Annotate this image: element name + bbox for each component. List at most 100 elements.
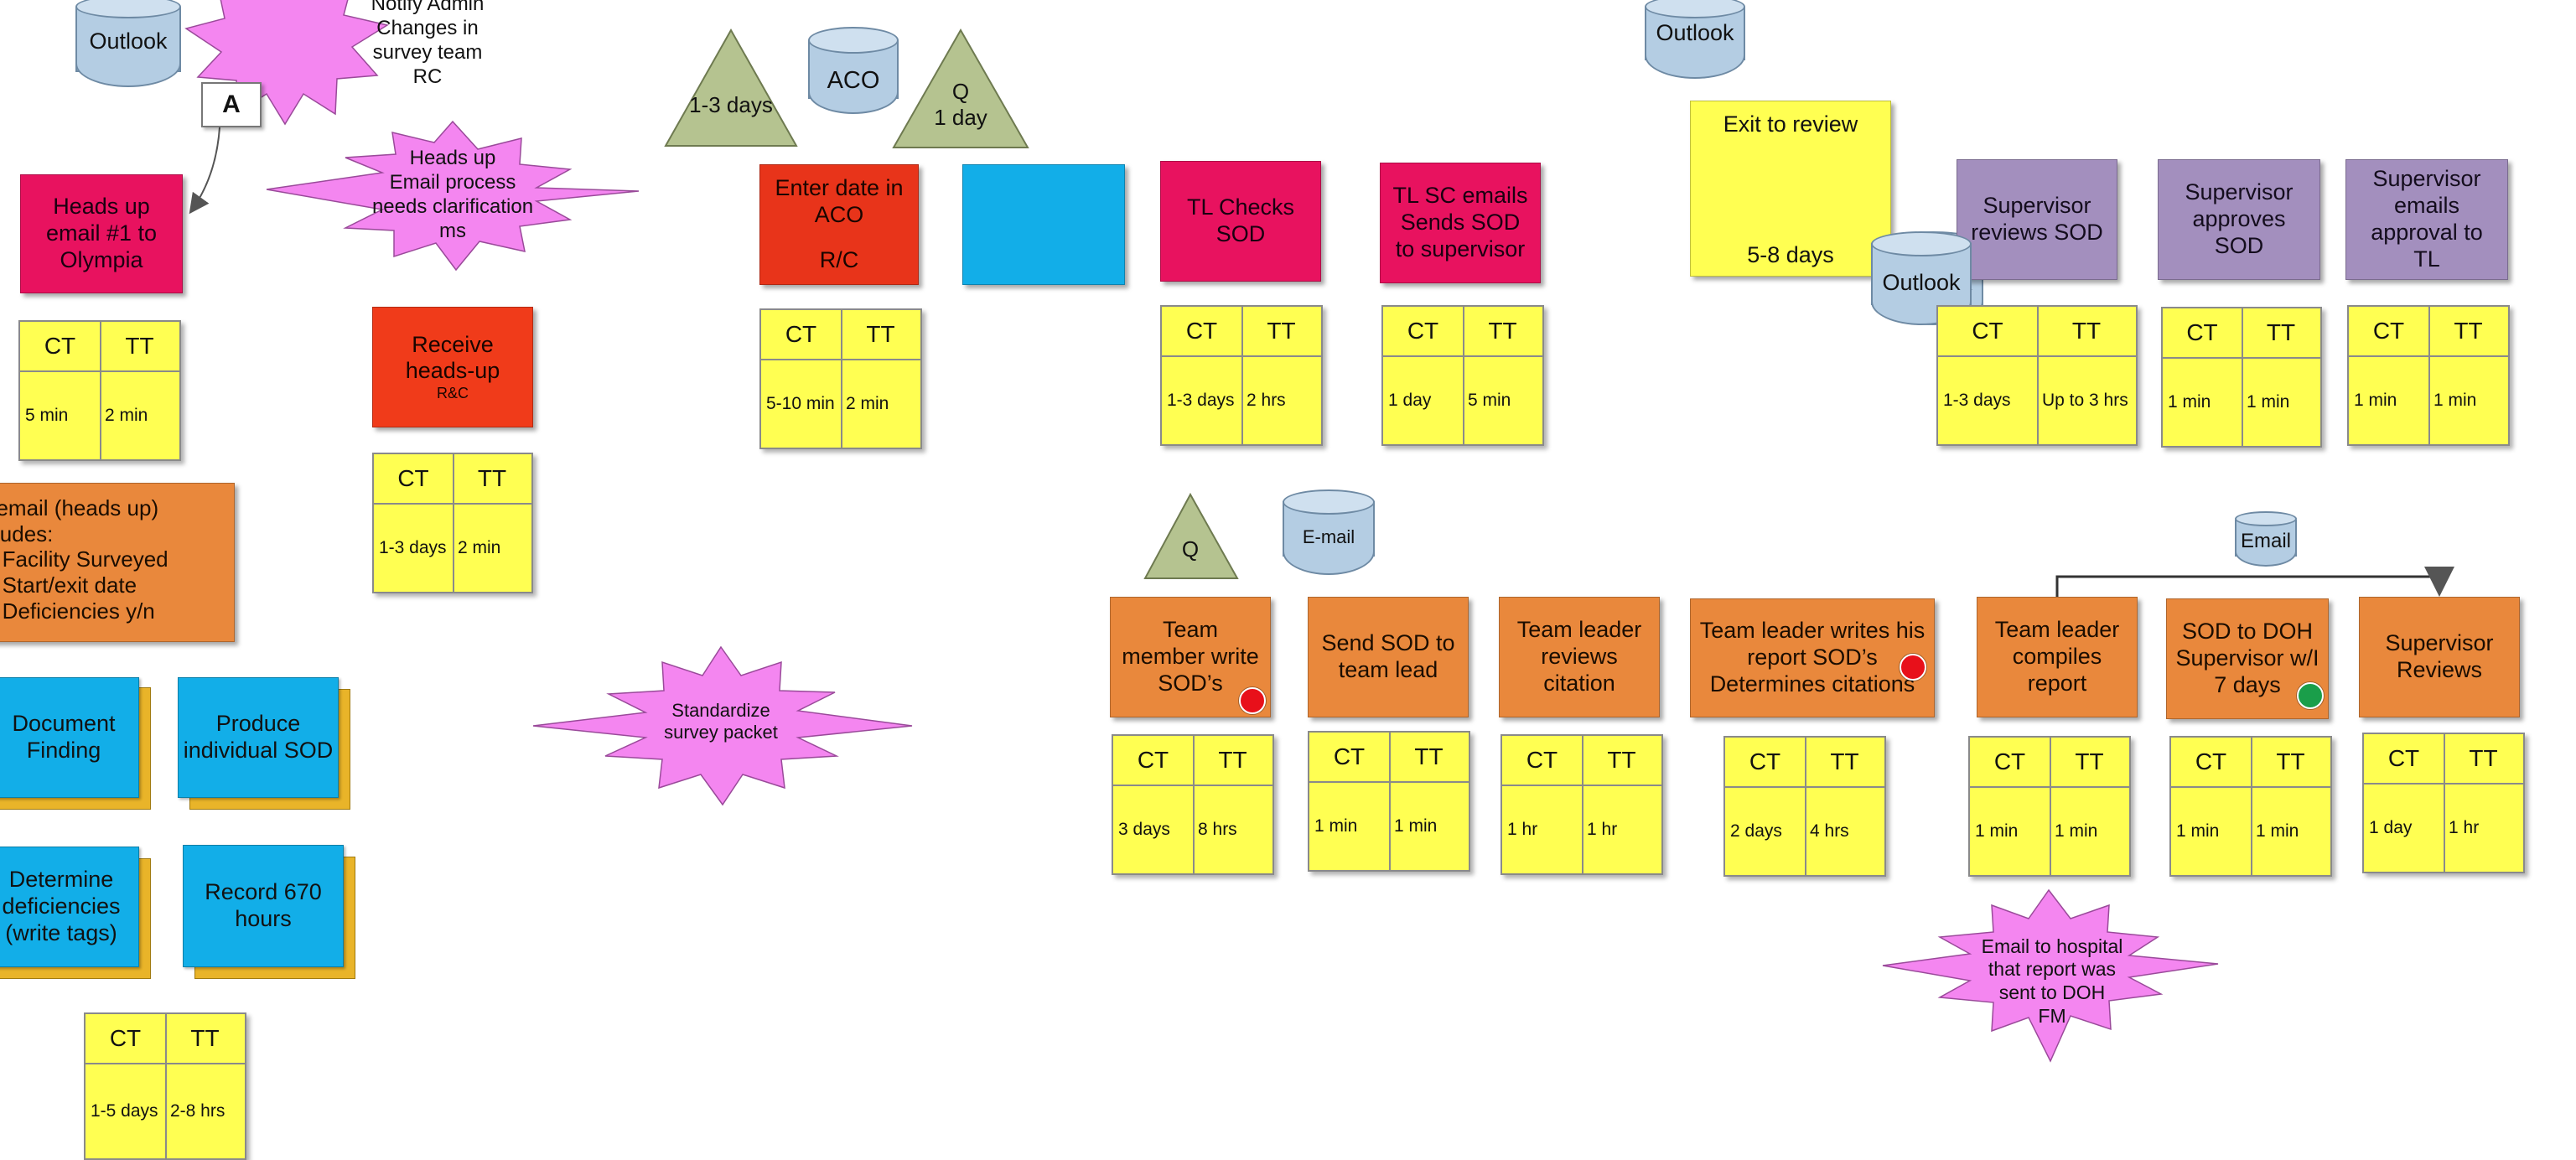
ct-value: 1-3 days	[1167, 391, 1235, 410]
tt-header: TT	[190, 1025, 220, 1051]
ct-header: CT	[1137, 747, 1169, 773]
ct-header: CT	[2186, 319, 2218, 345]
triangle-inventory-1-3-days	[664, 28, 798, 147]
ct-header: CT	[109, 1025, 142, 1051]
data-box: CT TT 1 day 5 min	[1381, 305, 1544, 446]
aco-label: ACO	[827, 67, 880, 94]
tt-value: 8 hrs	[1198, 820, 1237, 839]
ct-header: CT	[1993, 748, 2026, 774]
burst-line: FM	[2038, 1004, 2066, 1027]
data-box: CT TT 1 min 1 min	[1308, 731, 1470, 872]
outlook-database-icon: Outlook	[1645, 0, 1745, 82]
tt-header: TT	[2276, 748, 2305, 774]
burst-line: that report was	[1988, 958, 2117, 981]
data-box: CT TT 1 min 1 min	[2161, 307, 2322, 448]
process-team-leader-reviews: Team leader reviews citation	[1499, 597, 1660, 717]
triangle-label-q-1-day: Q 1 day	[910, 79, 1011, 131]
status-dot-red	[1239, 687, 1266, 714]
ct-value: 1 min	[1314, 816, 1358, 836]
exit-review-label: Exit to review	[1723, 111, 1858, 137]
triangle-label-1-3-days: 1-3 days	[689, 92, 773, 117]
outlook-label: Outlook	[1656, 20, 1734, 45]
burst-line: ms	[439, 219, 466, 242]
ct-header: CT	[1526, 747, 1558, 773]
email-label: E-mail	[1302, 526, 1355, 547]
ct-header: CT	[397, 465, 429, 491]
tt-value: 2 min	[458, 538, 501, 557]
process-tl-sc-emails: TL SC emails Sends SOD to supervisor	[1380, 163, 1541, 283]
burst-line: survey team	[372, 41, 483, 64]
tt-value: 2-8 hrs	[170, 1101, 225, 1121]
burst-line: RC	[412, 65, 443, 88]
process-team-leader-compiles: Team leader compiles report	[1977, 597, 2138, 717]
tt-header: TT	[1830, 748, 1859, 774]
ct-value: 1-3 days	[1943, 391, 2011, 410]
process-exit-to-review: Exit to review 5-8 days	[1690, 101, 1891, 277]
data-box: CT TT 1 day 1 hr	[2362, 733, 2525, 873]
data-box: CT TT 1 min 1 min	[2169, 736, 2332, 877]
tt-value: 1 min	[1394, 816, 1438, 836]
data-box: CT TT 1-3 days 2 min	[372, 453, 533, 593]
process-sub-label: R/C	[819, 246, 859, 272]
data-box: CT TT 1-3 days 2 hrs	[1160, 305, 1323, 446]
ct-header: CT	[44, 333, 76, 359]
ct-value: 1 hr	[1507, 820, 1538, 839]
tt-value: 1 min	[2256, 821, 2299, 841]
note-email-heads-up: t email (heads up) cludes: Facility Surv…	[0, 483, 235, 642]
process-supervisor-emails-approval: Supervisor emails approval to TL	[2345, 159, 2508, 280]
tt-header: TT	[1267, 318, 1296, 344]
tt-value: 1 hr	[1587, 820, 1618, 839]
burst-line: needs clarification	[371, 195, 534, 218]
email-label: Email	[2240, 530, 2291, 552]
tt-value: 1 hr	[2449, 818, 2480, 837]
process-label: Determine deficiencies (write tags)	[0, 847, 139, 967]
tt-value: 1 min	[2055, 821, 2098, 841]
ct-header: CT	[2387, 745, 2420, 771]
data-box: CT TT 1-3 days Up to 3 hrs	[1936, 305, 2138, 446]
tt-value: 1 min	[2433, 391, 2477, 410]
note-line: t email (heads up)	[0, 495, 159, 520]
outlook-label: Outlook	[1882, 270, 1961, 295]
burst-line: Heads up	[409, 147, 496, 170]
triangle-days: 1 day	[934, 105, 987, 131]
tt-value: 2 hrs	[1247, 391, 1286, 410]
tt-value: 4 hrs	[1810, 821, 1849, 841]
tt-header: TT	[2469, 745, 2498, 771]
data-box: CT TT 1 hr 1 hr	[1501, 734, 1663, 875]
ct-value: 1 min	[1975, 821, 2019, 841]
ct-value: 1 day	[1388, 391, 1432, 410]
note-line: Start/exit date	[2, 572, 137, 598]
process-blank	[962, 164, 1125, 285]
data-box: CT TT 5 min 2 min	[18, 320, 181, 461]
ct-value: 5 min	[25, 406, 69, 425]
tt-header: TT	[1488, 318, 1517, 344]
ct-value: 1 min	[2176, 821, 2220, 841]
note-line: cludes:	[0, 520, 54, 546]
status-dot-green	[2297, 682, 2324, 709]
data-box: CT TT 2 days 4 hrs	[1723, 736, 1886, 877]
data-box: CT TT 1-5 days 2-8 hrs	[84, 1012, 246, 1160]
note-line: Facility Surveyed	[0, 546, 168, 572]
outlook-label: Outlook	[89, 28, 168, 54]
data-box: CT TT 3 days 8 hrs	[1112, 734, 1274, 875]
burst-email-hospital-text: Email to hospital that report was sent t…	[1968, 927, 2136, 1036]
tt-header: TT	[2071, 318, 2102, 344]
tt-header: TT	[1607, 747, 1636, 773]
ct-value: 1 min	[2354, 391, 2397, 410]
ct-header: CT	[2195, 748, 2227, 774]
note-line: Deficiencies y/n	[0, 598, 155, 624]
outlook-database-overlay-icon: Outlook	[1871, 231, 1972, 329]
ct-header: CT	[1407, 318, 1439, 344]
email-database-icon: E-mail	[1283, 489, 1375, 577]
process-label: Document Finding	[0, 677, 139, 798]
process-enter-date-aco: Enter date in ACO R/C	[759, 164, 919, 285]
burst-line: survey packet	[664, 722, 778, 743]
burst-standardize	[532, 645, 913, 806]
ct-header: CT	[1185, 318, 1218, 344]
burst-heads-up-clarify	[266, 120, 640, 272]
process-supervisor-reviews-sod: Supervisor reviews SOD	[1957, 159, 2117, 280]
process-document-finding: Document Finding	[0, 677, 151, 810]
burst-email-hospital	[1882, 888, 2219, 1063]
data-box: CT TT 1 min 1 min	[1968, 736, 2131, 877]
triangle-label-team-q: Q	[1181, 536, 1200, 562]
